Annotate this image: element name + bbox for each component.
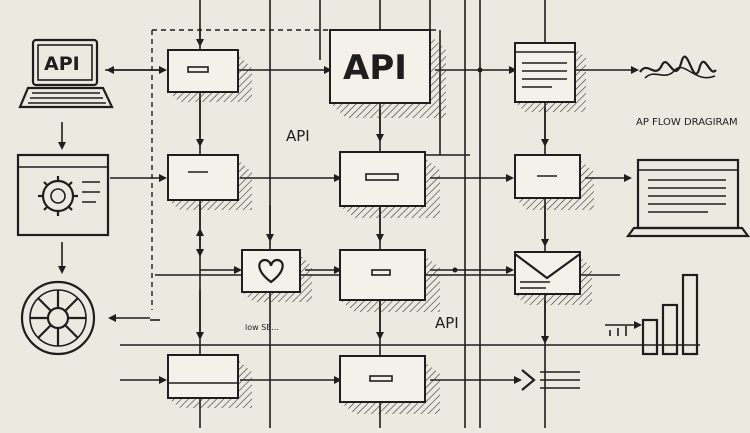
- caption-small: low SE...: [245, 323, 279, 332]
- process-box-4: [339, 151, 440, 218]
- api-main-box: [329, 29, 446, 118]
- connector-arrows: [58, 28, 642, 384]
- chevron-right-icon: [521, 369, 580, 391]
- process-box-7: [514, 154, 594, 210]
- process-box-2: [167, 154, 252, 210]
- mid-api-label: API: [286, 127, 310, 145]
- document-window-icon: [514, 42, 586, 112]
- process-box-6: [339, 355, 440, 414]
- laptop-api-label: API: [44, 53, 80, 75]
- laptop-icon: [18, 38, 114, 109]
- waveform-icon: [639, 55, 717, 79]
- flow-title: AP FLOW DRAGIRAM: [636, 117, 738, 128]
- bar-chart-icon: [609, 273, 699, 356]
- heart-box: [241, 249, 312, 302]
- lower-api-label: API: [435, 314, 459, 332]
- process-box-1: [167, 49, 252, 102]
- mail-icon: [514, 251, 592, 305]
- gear-window-icon: [16, 153, 110, 237]
- laptop-text-icon: [625, 158, 750, 238]
- heart-icon: [258, 258, 284, 284]
- center-api-label: API: [343, 48, 407, 88]
- process-box-5: [339, 249, 440, 312]
- wheel-icon: [20, 280, 96, 356]
- process-box-3: [167, 354, 252, 408]
